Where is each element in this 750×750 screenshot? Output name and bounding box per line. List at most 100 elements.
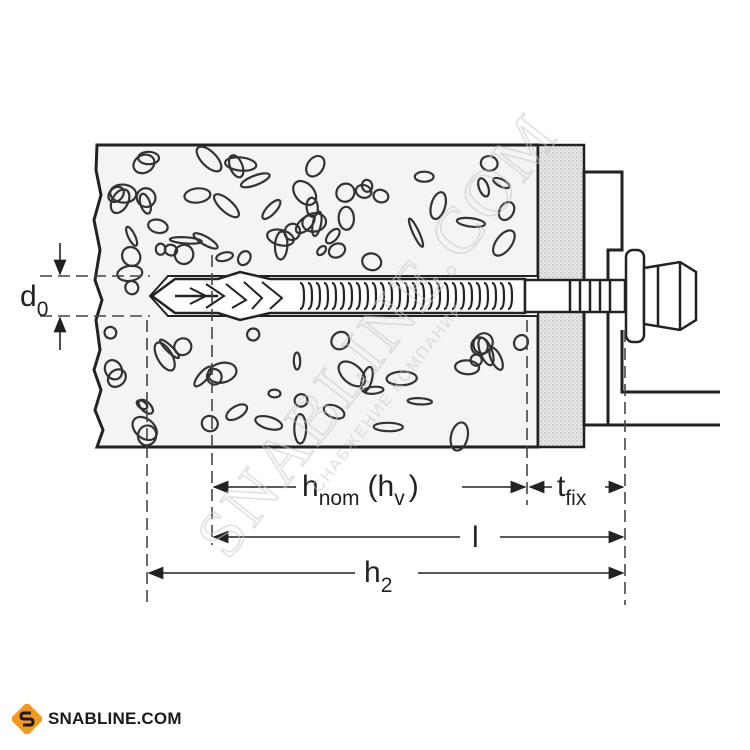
coil-turn	[451, 281, 458, 311]
aggregate-pebble	[137, 150, 161, 166]
snabline-logo: SNABLINE.COM	[12, 704, 182, 734]
washer	[624, 248, 646, 344]
aggregate-pebble	[120, 245, 142, 268]
d0-label: d0	[20, 280, 48, 321]
aggregate-pebble	[158, 338, 181, 360]
tfix-label: tfix	[557, 470, 587, 510]
aggregate-pebble	[254, 414, 284, 431]
aggregate-pebble	[293, 393, 309, 408]
coil-turn	[387, 281, 394, 311]
aggregate-pebble	[124, 279, 140, 296]
concrete-aggregate	[103, 145, 530, 452]
aggregate-pebble	[316, 244, 328, 257]
coil-turn	[491, 281, 498, 311]
aggregate-pebble	[106, 368, 127, 388]
aggregate-pebble	[107, 185, 125, 204]
coil-turn	[507, 281, 514, 311]
aggregate-pebble	[239, 172, 271, 189]
aggregate-pebble	[477, 336, 495, 367]
aggregate-pebble	[173, 337, 193, 357]
aggregate-pebble	[147, 218, 169, 235]
anchor-cone-threads	[189, 281, 284, 310]
aggregate-pebble	[137, 398, 155, 415]
coil-turn	[459, 281, 466, 311]
aggregate-pebble	[173, 243, 195, 266]
aggregate-pebble	[246, 327, 261, 342]
aggregate-pebble	[163, 243, 179, 257]
aggregate-pebble	[183, 187, 212, 204]
coil-turn	[379, 281, 386, 311]
aggregate-pebble	[429, 191, 448, 221]
aggregate-pebble	[292, 179, 318, 207]
hnom-label: hnom(hv)	[302, 470, 419, 510]
coil-turn	[475, 281, 482, 311]
aggregate-pebble	[372, 421, 404, 433]
aggregate-pebble	[337, 205, 356, 231]
aggregate-pebble	[131, 415, 158, 442]
coil-turn	[419, 281, 426, 311]
aggregate-pebble	[492, 229, 516, 257]
coil-turn	[411, 281, 418, 311]
aggregate-pebble	[103, 359, 124, 381]
aggregate-pebble	[168, 236, 203, 245]
aggregate-pebble	[103, 325, 118, 340]
aggregate-pebble	[215, 251, 235, 263]
aggregate-pebble	[385, 370, 418, 387]
coil-turn	[355, 281, 362, 311]
aggregate-pebble	[125, 225, 139, 247]
aggregate-pebble	[292, 351, 302, 371]
aggregate-pebble	[372, 188, 390, 204]
aggregate-pebble	[236, 250, 252, 267]
aggregate-pebble	[361, 252, 383, 272]
aggregate-pebble	[192, 232, 219, 250]
h2-label: h2	[364, 556, 392, 597]
aggregate-pebble	[224, 156, 258, 172]
aggregate-pebble	[267, 388, 282, 399]
aggregate-pebble	[273, 230, 289, 261]
aggregate-pebble	[330, 330, 351, 351]
aggregate-pebble	[337, 360, 367, 388]
aggregate-pebble	[455, 216, 487, 229]
aggregate-pebble	[327, 242, 347, 259]
aggregate-pebble	[497, 200, 516, 222]
aggregate-pebble	[261, 198, 282, 221]
aggregate-pebble	[153, 341, 176, 372]
logo-text: SNABLINE.COM	[48, 709, 182, 728]
aggregate-pebble	[293, 412, 308, 445]
aggregate-pebble	[479, 154, 499, 172]
coil-turn	[395, 281, 402, 311]
coil-turn	[299, 281, 306, 311]
coil-turn	[483, 281, 490, 311]
aggregate-pebble	[200, 414, 219, 433]
coil-turn	[467, 281, 474, 311]
aggregate-pebble	[454, 359, 481, 376]
anchor-expansion-coil	[299, 281, 514, 311]
aggregate-pebble	[305, 154, 326, 178]
aggregate-pebble	[135, 187, 157, 209]
coil-turn	[443, 281, 450, 311]
aggregate-pebble	[322, 403, 346, 420]
aggregate-pebble	[212, 193, 241, 219]
aggregate-pebble	[360, 365, 374, 393]
coil-turn	[371, 281, 378, 311]
aggregate-pebble	[354, 183, 373, 199]
aggregate-pebble	[406, 397, 434, 406]
aggregate-pebble	[407, 217, 425, 248]
hex-nut	[642, 260, 698, 332]
aggregate-pebble	[301, 212, 328, 233]
coil-turn	[363, 281, 370, 311]
aggregate-pebble	[413, 170, 435, 183]
coil-turn	[307, 281, 314, 311]
aggregate-pebble	[492, 176, 511, 190]
coil-turn	[315, 281, 322, 311]
coil-turn	[323, 281, 330, 311]
coil-turn	[499, 281, 506, 311]
aggregate-pebble	[360, 178, 374, 193]
l-label: l	[472, 521, 479, 554]
aggregate-pebble	[225, 403, 249, 422]
aggregate-pebble	[324, 227, 341, 245]
coil-turn	[347, 281, 354, 311]
aggregate-pebble	[294, 214, 316, 235]
anchor-bolt	[523, 278, 627, 314]
